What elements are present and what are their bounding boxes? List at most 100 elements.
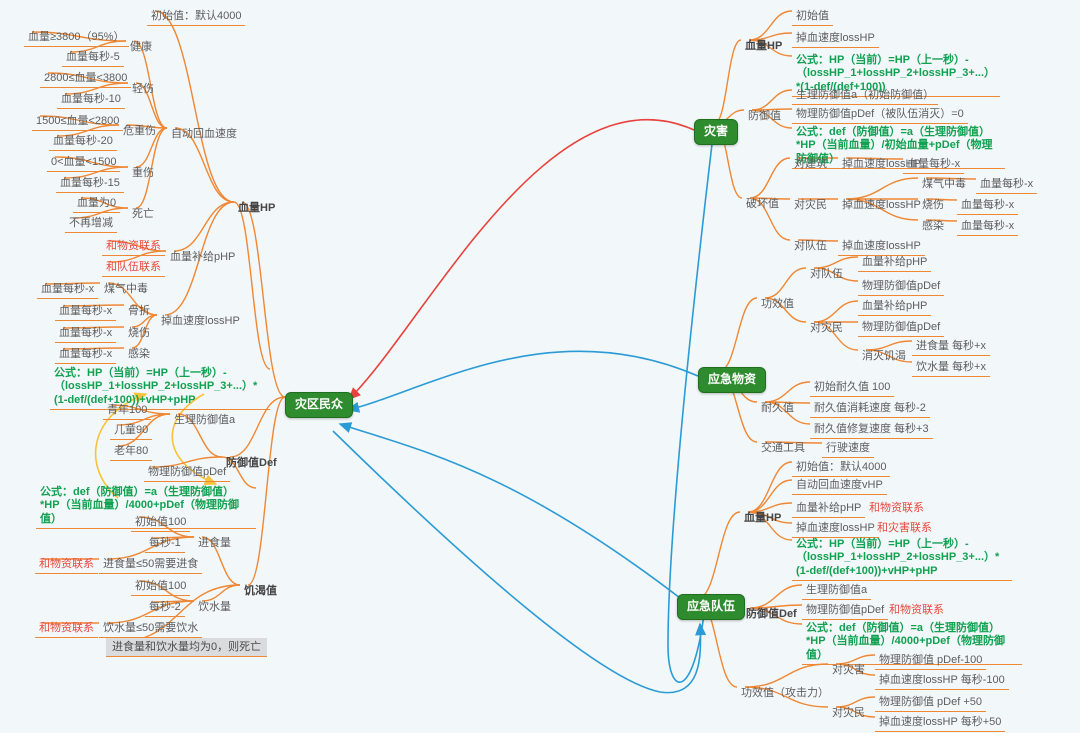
- mindmap-topic[interactable]: 血量每秒-x: [976, 176, 1038, 195]
- mindmap-topic[interactable]: 物理防御值 pDef +50: [875, 694, 987, 713]
- mindmap-topic[interactable]: 初始值100: [131, 578, 191, 597]
- mindmap-topic[interactable]: 1500≤血量<2800: [32, 113, 124, 132]
- mindmap-topic[interactable]: 进食量 每秒+x: [912, 338, 990, 357]
- mindmap-topic[interactable]: 和物资联系: [35, 620, 98, 639]
- mindmap-topic[interactable]: 危重伤: [123, 125, 156, 137]
- formula-topic[interactable]: 公式：HP（当前）=HP（上一秒）-（lossHP_1+lossHP_2+los…: [792, 53, 1000, 98]
- mindmap-topic[interactable]: 儿童90: [110, 422, 153, 441]
- mindmap-topic[interactable]: 防御值Def: [226, 457, 277, 469]
- formula-topic[interactable]: 公式：def（防御值）=a（生理防御值）*HP（当前血量）/初始血量+pDef（…: [792, 125, 1005, 170]
- mindmap-topic[interactable]: 血量每秒-20: [49, 133, 117, 152]
- mindmap-topic[interactable]: 自动回血速度: [171, 128, 237, 140]
- mindmap-topic[interactable]: 每秒-1: [145, 535, 185, 554]
- mindmap-topic[interactable]: 行驶速度: [822, 440, 874, 459]
- mindmap-topic[interactable]: 血量每秒-5: [62, 49, 124, 68]
- mindmap-topic[interactable]: 对队伍: [794, 240, 827, 252]
- mindmap-topic[interactable]: 血量≥3800（95%）: [24, 29, 129, 48]
- mindmap-topic[interactable]: 掉血速度lossHP: [842, 199, 921, 211]
- root-disaster-area-people[interactable]: 灾区民众: [285, 392, 354, 418]
- mindmap-topic[interactable]: 饮水量: [198, 601, 231, 613]
- mindmap-topic[interactable]: 死亡: [132, 208, 154, 220]
- mindmap-topic[interactable]: 对灾害: [832, 664, 865, 676]
- mindmap-topic[interactable]: 初始值100: [131, 514, 191, 533]
- mindmap-topic[interactable]: 对灾民: [832, 707, 865, 719]
- mindmap-topic[interactable]: 血量每秒-15: [56, 175, 124, 194]
- mindmap-topic[interactable]: 血量补给pHP: [858, 298, 932, 317]
- mindmap-topic[interactable]: 掉血速度lossHP 每秒+50: [875, 714, 1006, 733]
- mindmap-topic[interactable]: 骨折: [128, 305, 150, 317]
- mindmap-topic[interactable]: 青年100: [103, 402, 152, 421]
- mindmap-topic[interactable]: 功效值（攻击力）: [741, 687, 829, 699]
- root-emergency-supplies[interactable]: 应急物资: [698, 367, 767, 393]
- mindmap-topic[interactable]: 掉血速度lossHP: [161, 315, 240, 327]
- mindmap-topic[interactable]: 重伤: [132, 167, 154, 179]
- mindmap-topic[interactable]: 耐久值消耗速度 每秒-2: [810, 400, 930, 419]
- mindmap-topic[interactable]: 防御值: [748, 110, 781, 122]
- mindmap-topic[interactable]: 和灾害联系: [877, 522, 932, 534]
- mindmap-topic[interactable]: 煤气中毒: [922, 178, 966, 190]
- mindmap-topic[interactable]: 初始值：默认4000: [792, 459, 891, 478]
- mindmap-topic[interactable]: 防御值Def: [746, 608, 797, 620]
- mindmap-topic[interactable]: 血量每秒-10: [57, 91, 125, 110]
- mindmap-topic[interactable]: 2800≤血量<3800: [40, 70, 132, 89]
- mindmap-topic[interactable]: 掉血速度lossHP: [842, 158, 921, 170]
- mindmap-topic[interactable]: 血量每秒-x: [55, 325, 117, 344]
- mindmap-topic[interactable]: 和物资联系: [869, 502, 924, 514]
- mindmap-topic[interactable]: 血量为0: [73, 195, 121, 214]
- mindmap-topic[interactable]: 血量每秒-x: [55, 346, 117, 365]
- mindmap-topic[interactable]: 物理防御值pDef: [858, 278, 945, 297]
- mindmap-topic[interactable]: 血量HP: [745, 40, 783, 52]
- mindmap-topic[interactable]: 和队伍联系: [102, 259, 165, 278]
- mindmap-topic[interactable]: 交通工具: [761, 442, 805, 454]
- root-disaster[interactable]: 灾害: [694, 119, 739, 145]
- formula-topic[interactable]: 公式：def（防御值）=a（生理防御值）*HP（当前血量）/4000+pDef（…: [36, 485, 256, 530]
- mindmap-topic[interactable]: 饮水量≤50需要饮水: [99, 620, 203, 639]
- mindmap-topic[interactable]: 血量每秒-x: [903, 156, 965, 175]
- mindmap-topic[interactable]: 初始值：默认4000: [147, 8, 246, 27]
- mindmap-topic[interactable]: 血量每秒-x: [957, 218, 1019, 237]
- mindmap-topic[interactable]: 轻伤: [132, 83, 154, 95]
- mindmap-topic[interactable]: 物理防御值pDef: [858, 319, 945, 338]
- mindmap-topic[interactable]: 血量每秒-x: [957, 197, 1019, 216]
- mindmap-topic[interactable]: 血量HP: [238, 202, 276, 214]
- mindmap-topic[interactable]: 对灾民: [810, 322, 843, 334]
- mindmap-topic[interactable]: 健康: [130, 41, 152, 53]
- formula-topic[interactable]: 公式：HP（当前）=HP（上一秒）-（lossHP_1+lossHP_2+los…: [50, 366, 270, 411]
- mindmap-topic[interactable]: 初始值: [792, 8, 833, 27]
- mindmap-topic[interactable]: 消灭饥渴: [862, 350, 906, 362]
- mindmap-topic[interactable]: 饥渴值: [244, 585, 277, 597]
- formula-topic[interactable]: 公式：def（防御值）=a（生理防御值）*HP（当前血量）/4000+pDef（…: [802, 621, 1022, 666]
- mindmap-topic[interactable]: 血量HP: [744, 512, 782, 524]
- mindmap-topic[interactable]: 耐久值修复速度 每秒+3: [810, 421, 933, 440]
- mindmap-topic[interactable]: 生理防御值a: [802, 582, 872, 601]
- mindmap-topic[interactable]: 进食量: [198, 537, 231, 549]
- mindmap-topic[interactable]: 烧伤: [128, 327, 150, 339]
- mindmap-topic[interactable]: 物理防御值pDef: [802, 602, 889, 621]
- mindmap-topic[interactable]: 老年80: [110, 443, 153, 462]
- mindmap-topic[interactable]: 血量补给pHP: [792, 500, 866, 519]
- mindmap-topic[interactable]: 不再增减: [65, 215, 117, 234]
- mindmap-topic[interactable]: 烧伤: [922, 199, 944, 211]
- mindmap-topic[interactable]: 自动回血速度vHP: [792, 477, 887, 496]
- mindmap-topic[interactable]: 物理防御值pDef（被队伍消灭）=0: [792, 106, 968, 125]
- mindmap-topic[interactable]: 掉血速度lossHP: [838, 238, 925, 257]
- mindmap-topic[interactable]: 对队伍: [810, 268, 843, 280]
- root-emergency-team[interactable]: 应急队伍: [677, 594, 746, 620]
- mindmap-topic[interactable]: 掉血速度lossHP: [792, 30, 879, 49]
- mindmap-topic[interactable]: 掉血速度lossHP 每秒-100: [875, 672, 1009, 691]
- mindmap-topic[interactable]: 血量每秒-x: [37, 281, 99, 300]
- formula-topic[interactable]: 公式：HP（当前）=HP（上一秒）-（lossHP_1+lossHP_2+los…: [792, 537, 1012, 582]
- mindmap-topic[interactable]: 感染: [922, 220, 944, 232]
- mindmap-topic[interactable]: 0<血量<1500: [47, 154, 121, 173]
- mindmap-topic[interactable]: 血量补给pHP: [858, 254, 932, 273]
- mindmap-topic[interactable]: 和物资联系: [102, 238, 165, 257]
- mindmap-topic[interactable]: 进食量和饮水量均为0，则死亡: [106, 638, 268, 658]
- mindmap-topic[interactable]: 物理防御值 pDef-100: [875, 652, 987, 671]
- mindmap-topic[interactable]: 耐久值: [761, 402, 794, 414]
- mindmap-topic[interactable]: 血量每秒-x: [55, 303, 117, 322]
- mindmap-topic[interactable]: 破坏值: [746, 198, 779, 210]
- mindmap-topic[interactable]: 掉血速度lossHP: [792, 520, 879, 539]
- mindmap-topic[interactable]: 初始耐久值 100: [810, 379, 895, 398]
- mindmap-topic[interactable]: 对灾民: [794, 199, 827, 211]
- mindmap-topic[interactable]: 对建筑: [794, 158, 827, 170]
